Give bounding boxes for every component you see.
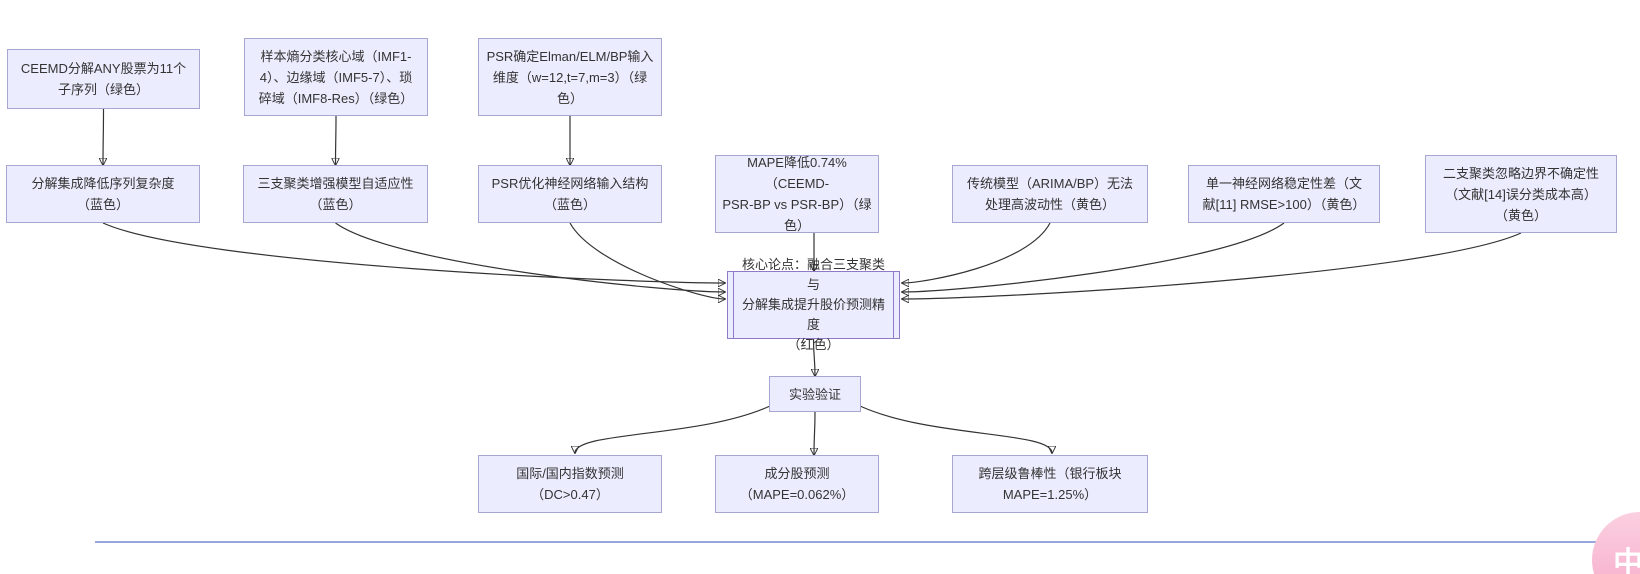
- node-index-forecast-label: 国际/国内指数预测 （DC>0.47）: [516, 466, 624, 502]
- node-robustness: 跨层级鲁棒性（银行板块 MAPE=1.25%）: [952, 455, 1148, 513]
- edge-H-K: [902, 222, 1051, 283]
- node-psr-benefit: PSR优化神经网络输入结构 （蓝色）: [478, 165, 662, 223]
- node-robustness-label: 跨层级鲁棒性（银行板块 MAPE=1.25%）: [978, 466, 1122, 502]
- edge-I-K: [902, 222, 1285, 292]
- edge-K-L: [814, 338, 816, 376]
- node-mape-improvement: MAPE降低0.74%（CEEMD- PSR-BP vs PSR-BP）（绿 色…: [715, 155, 879, 233]
- edge-L-N: [814, 411, 815, 455]
- edge-B-E: [336, 115, 337, 165]
- node-stock-forecast: 成分股预测 （MAPE=0.062%）: [715, 455, 879, 513]
- node-experiment-label: 实验验证: [788, 386, 841, 402]
- edge-J-K: [902, 232, 1522, 299]
- node-two-way-limit: 二支聚类忽略边界不确定性 （文献[14]误分类成本高） （黄色）: [1425, 155, 1617, 233]
- node-two-way-limit-label: 二支聚类忽略边界不确定性 （文献[14]误分类成本高） （黄色）: [1442, 165, 1599, 223]
- node-ceemd-decompose: CEEMD分解ANY股票为11个 子序列（绿色）: [7, 49, 200, 109]
- node-psr-benefit-label: PSR优化神经网络输入结构 （蓝色）: [491, 176, 649, 212]
- edge-L-M: [575, 405, 771, 453]
- node-single-nn-limit: 单一神经网络稳定性差（文 献[11] RMSE>100）（黄色）: [1188, 165, 1380, 223]
- node-ceemd-decompose-label: CEEMD分解ANY股票为11个 子序列（绿色）: [20, 61, 187, 97]
- window-bottom-border: [95, 541, 1640, 543]
- node-three-way-benefit-label: 三支聚类增强模型自适应性 （蓝色）: [257, 176, 414, 212]
- edge-A-D: [103, 108, 104, 165]
- node-core-thesis: 核心论点：融合三支聚类与 分解集成提升股价预测精度 （红色）: [727, 257, 900, 352]
- node-stock-forecast-label: 成分股预测 （MAPE=0.062%）: [739, 466, 855, 502]
- edge-D-K: [102, 222, 725, 283]
- node-index-forecast: 国际/国内指数预测 （DC>0.47）: [478, 455, 662, 513]
- node-decompose-benefit-label: 分解集成降低序列复杂度 （蓝色）: [31, 176, 175, 212]
- node-sample-entropy: 样本熵分类核心域（IMF1- 4）、边缘域（IMF5-7）、琐 碎域（IMF8-…: [244, 38, 428, 116]
- translate-badge-label: 中A: [1613, 547, 1640, 574]
- node-psr-dimension-label: PSR确定Elman/ELM/BP输入 维度（w=12,t=7,m=3）（绿 色…: [486, 48, 654, 106]
- node-core-thesis-label: 核心论点：融合三支聚类与 分解集成提升股价预测精度 （红色）: [741, 257, 885, 352]
- node-decompose-benefit: 分解集成降低序列复杂度 （蓝色）: [6, 165, 200, 223]
- node-traditional-limit-label: 传统模型（ARIMA/BP）无法 处理高波动性（黄色）: [966, 176, 1134, 212]
- node-three-way-benefit: 三支聚类增强模型自适应性 （蓝色）: [243, 165, 428, 223]
- edge-E-K: [335, 222, 726, 292]
- edge-L-O: [859, 405, 1052, 453]
- node-single-nn-limit-label: 单一神经网络稳定性差（文 献[11] RMSE>100）（黄色）: [1202, 176, 1366, 212]
- node-psr-dimension: PSR确定Elman/ELM/BP输入 维度（w=12,t=7,m=3）（绿 色…: [478, 38, 662, 116]
- node-mape-improvement-label: MAPE降低0.74%（CEEMD- PSR-BP vs PSR-BP）（绿 色…: [722, 155, 872, 233]
- node-traditional-limit: 传统模型（ARIMA/BP）无法 处理高波动性（黄色）: [952, 165, 1148, 223]
- node-experiment: 实验验证: [769, 376, 861, 412]
- node-sample-entropy-label: 样本熵分类核心域（IMF1- 4）、边缘域（IMF5-7）、琐 碎域（IMF8-…: [258, 48, 414, 106]
- translate-badge[interactable]: 中A: [1592, 512, 1640, 574]
- edge-F-K: [569, 222, 725, 299]
